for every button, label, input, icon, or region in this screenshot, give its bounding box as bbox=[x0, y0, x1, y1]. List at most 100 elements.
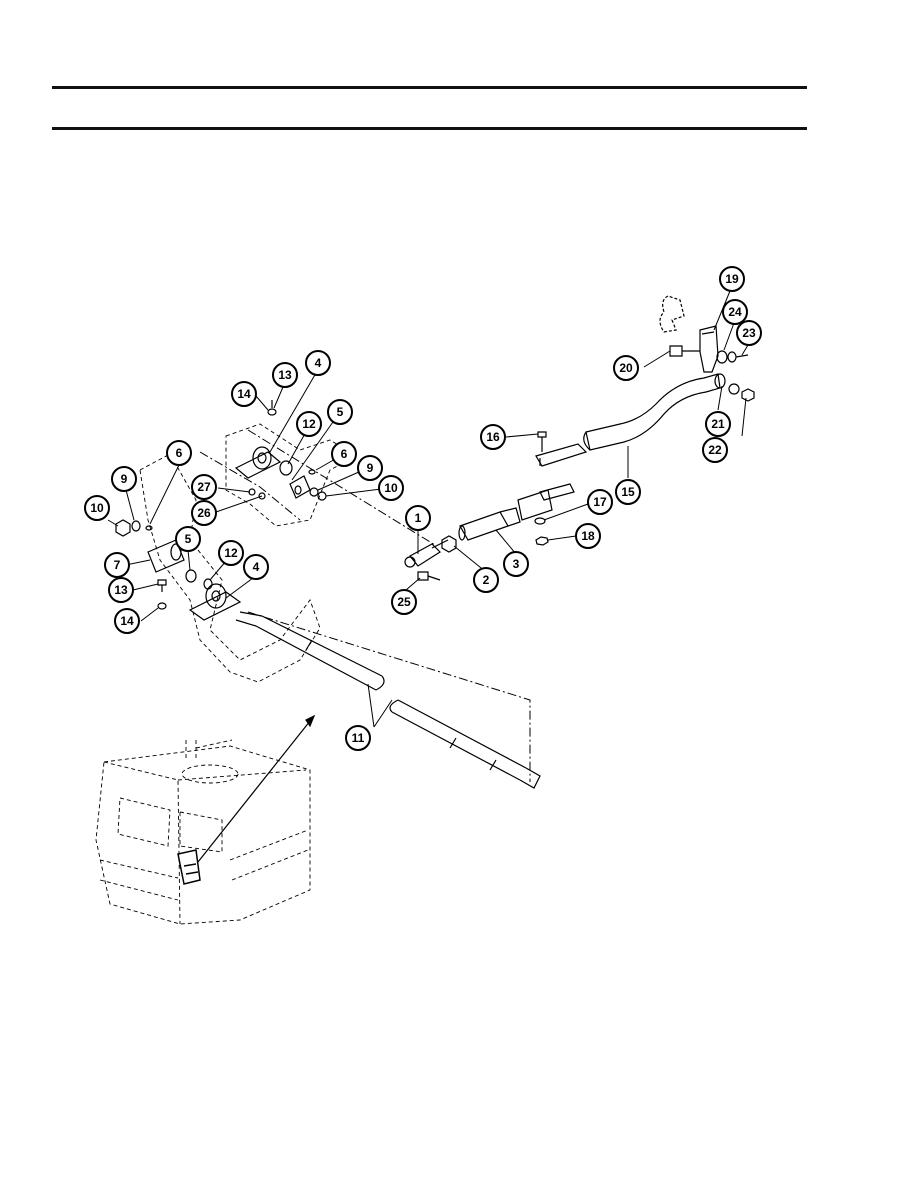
svg-text:10: 10 bbox=[90, 501, 104, 515]
callout-4-lower: 4 bbox=[243, 554, 269, 580]
callout-12-upper: 12 bbox=[296, 411, 322, 437]
callout-16: 16 bbox=[480, 424, 506, 450]
svg-text:21: 21 bbox=[711, 417, 725, 431]
svg-text:11: 11 bbox=[352, 731, 365, 745]
clevis-1 bbox=[404, 539, 449, 568]
callout-22: 22 bbox=[702, 437, 728, 463]
callout-26: 26 bbox=[191, 500, 217, 526]
callout-5-lower: 5 bbox=[175, 526, 201, 552]
header-rule-top bbox=[52, 86, 807, 89]
callout-10-lower: 10 bbox=[84, 495, 110, 521]
svg-text:13: 13 bbox=[114, 583, 128, 597]
callout-6-upper: 6 bbox=[331, 441, 357, 467]
callout-14-upper: 14 bbox=[231, 381, 257, 407]
bracket-19 bbox=[659, 295, 719, 373]
bearing-upper bbox=[279, 460, 311, 499]
svg-text:14: 14 bbox=[120, 614, 134, 628]
upper-mount-support bbox=[225, 423, 357, 527]
washer-9-lower bbox=[131, 520, 141, 532]
svg-text:12: 12 bbox=[302, 417, 316, 431]
svg-text:23: 23 bbox=[742, 326, 756, 340]
header-rule-bottom bbox=[52, 127, 807, 130]
svg-text:18: 18 bbox=[581, 529, 595, 543]
svg-text:4: 4 bbox=[253, 560, 260, 574]
lower-mount-support bbox=[139, 453, 321, 683]
svg-text:6: 6 bbox=[176, 446, 183, 460]
svg-text:6: 6 bbox=[341, 447, 348, 461]
svg-text:14: 14 bbox=[237, 387, 251, 401]
nut-10-lower bbox=[115, 519, 131, 537]
shaft-11 bbox=[235, 611, 541, 789]
yoke-3 bbox=[458, 507, 521, 541]
inset-pointer-head bbox=[305, 714, 316, 728]
svg-text:4: 4 bbox=[315, 356, 322, 370]
bushing-5-lower bbox=[185, 569, 197, 583]
callout-20: 20 bbox=[613, 355, 639, 381]
callout-7: 7 bbox=[104, 552, 130, 578]
callout-14-lower: 14 bbox=[114, 608, 140, 634]
clamp-assembly bbox=[517, 431, 588, 546]
washers-23-24 bbox=[716, 350, 749, 364]
svg-text:26: 26 bbox=[197, 506, 211, 520]
callout-4-upper: 4 bbox=[305, 350, 331, 376]
svg-text:3: 3 bbox=[513, 557, 520, 571]
callout-13-upper: 13 bbox=[272, 362, 298, 388]
callout-25: 25 bbox=[391, 589, 417, 615]
callout-10-upper: 10 bbox=[378, 475, 404, 501]
callout-17: 17 bbox=[587, 489, 613, 515]
callout-5-upper: 5 bbox=[327, 399, 353, 425]
svg-text:20: 20 bbox=[619, 361, 633, 375]
callout-1: 1 bbox=[405, 505, 431, 531]
svg-text:16: 16 bbox=[486, 430, 500, 444]
callout-24: 24 bbox=[722, 299, 748, 325]
callout-9-upper: 9 bbox=[357, 455, 383, 481]
svg-text:9: 9 bbox=[121, 472, 128, 486]
svg-text:27: 27 bbox=[197, 480, 211, 494]
pin-6-lower bbox=[145, 525, 153, 531]
svg-text:13: 13 bbox=[278, 368, 292, 382]
callout-19: 19 bbox=[719, 266, 745, 292]
callout-13-lower: 13 bbox=[108, 577, 134, 603]
svg-text:5: 5 bbox=[185, 532, 192, 546]
parts-drawing bbox=[95, 290, 755, 925]
callout-6-lower: 6 bbox=[166, 440, 192, 466]
bolt-20 bbox=[669, 345, 700, 357]
bolt-25 bbox=[417, 571, 441, 581]
callout-23: 23 bbox=[736, 320, 762, 346]
callouts: 1 2 3 4 4 5 5 6 6 7 9 9 10 10 11 12 12 1… bbox=[84, 266, 762, 751]
callout-11: 11 bbox=[345, 725, 371, 751]
inset-highlight bbox=[177, 849, 201, 885]
svg-text:7: 7 bbox=[114, 558, 121, 572]
assembly-lines bbox=[199, 429, 531, 782]
inset-pointer bbox=[197, 715, 315, 863]
svg-text:19: 19 bbox=[725, 272, 739, 286]
callout-2: 2 bbox=[473, 567, 499, 593]
bolts-13-14-lower bbox=[157, 579, 167, 610]
svg-text:1: 1 bbox=[415, 511, 422, 525]
nut-2 bbox=[441, 535, 457, 553]
svg-text:10: 10 bbox=[384, 481, 398, 495]
callout-12-lower: 12 bbox=[218, 540, 244, 566]
callout-27: 27 bbox=[191, 474, 217, 500]
rod-15 bbox=[583, 373, 755, 451]
svg-text:25: 25 bbox=[397, 595, 411, 609]
pillow-block-lower bbox=[188, 583, 242, 621]
vehicle-inset bbox=[95, 739, 311, 925]
svg-text:12: 12 bbox=[224, 546, 238, 560]
svg-text:9: 9 bbox=[367, 461, 374, 475]
leader-lines bbox=[107, 290, 749, 728]
callout-15: 15 bbox=[615, 479, 641, 505]
svg-text:15: 15 bbox=[621, 485, 635, 499]
svg-text:17: 17 bbox=[593, 495, 607, 509]
callout-3: 3 bbox=[503, 551, 529, 577]
svg-text:5: 5 bbox=[337, 405, 344, 419]
callout-9-lower: 9 bbox=[111, 466, 137, 492]
svg-text:22: 22 bbox=[708, 443, 722, 457]
callout-21: 21 bbox=[705, 411, 731, 437]
svg-text:2: 2 bbox=[483, 573, 490, 587]
callout-18: 18 bbox=[575, 523, 601, 549]
washer-12-lower bbox=[203, 578, 213, 590]
pillow-block-upper bbox=[234, 446, 282, 479]
svg-text:24: 24 bbox=[728, 305, 742, 319]
